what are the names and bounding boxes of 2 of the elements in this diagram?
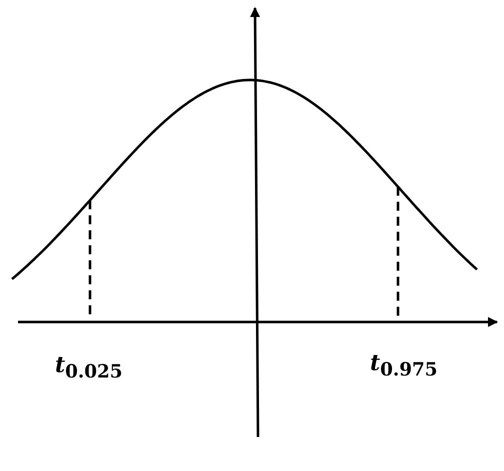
critical-value-label: t$_{0.025}$ <box>55 352 123 382</box>
critical-value-label: t$_{0.975}$ <box>370 350 438 380</box>
